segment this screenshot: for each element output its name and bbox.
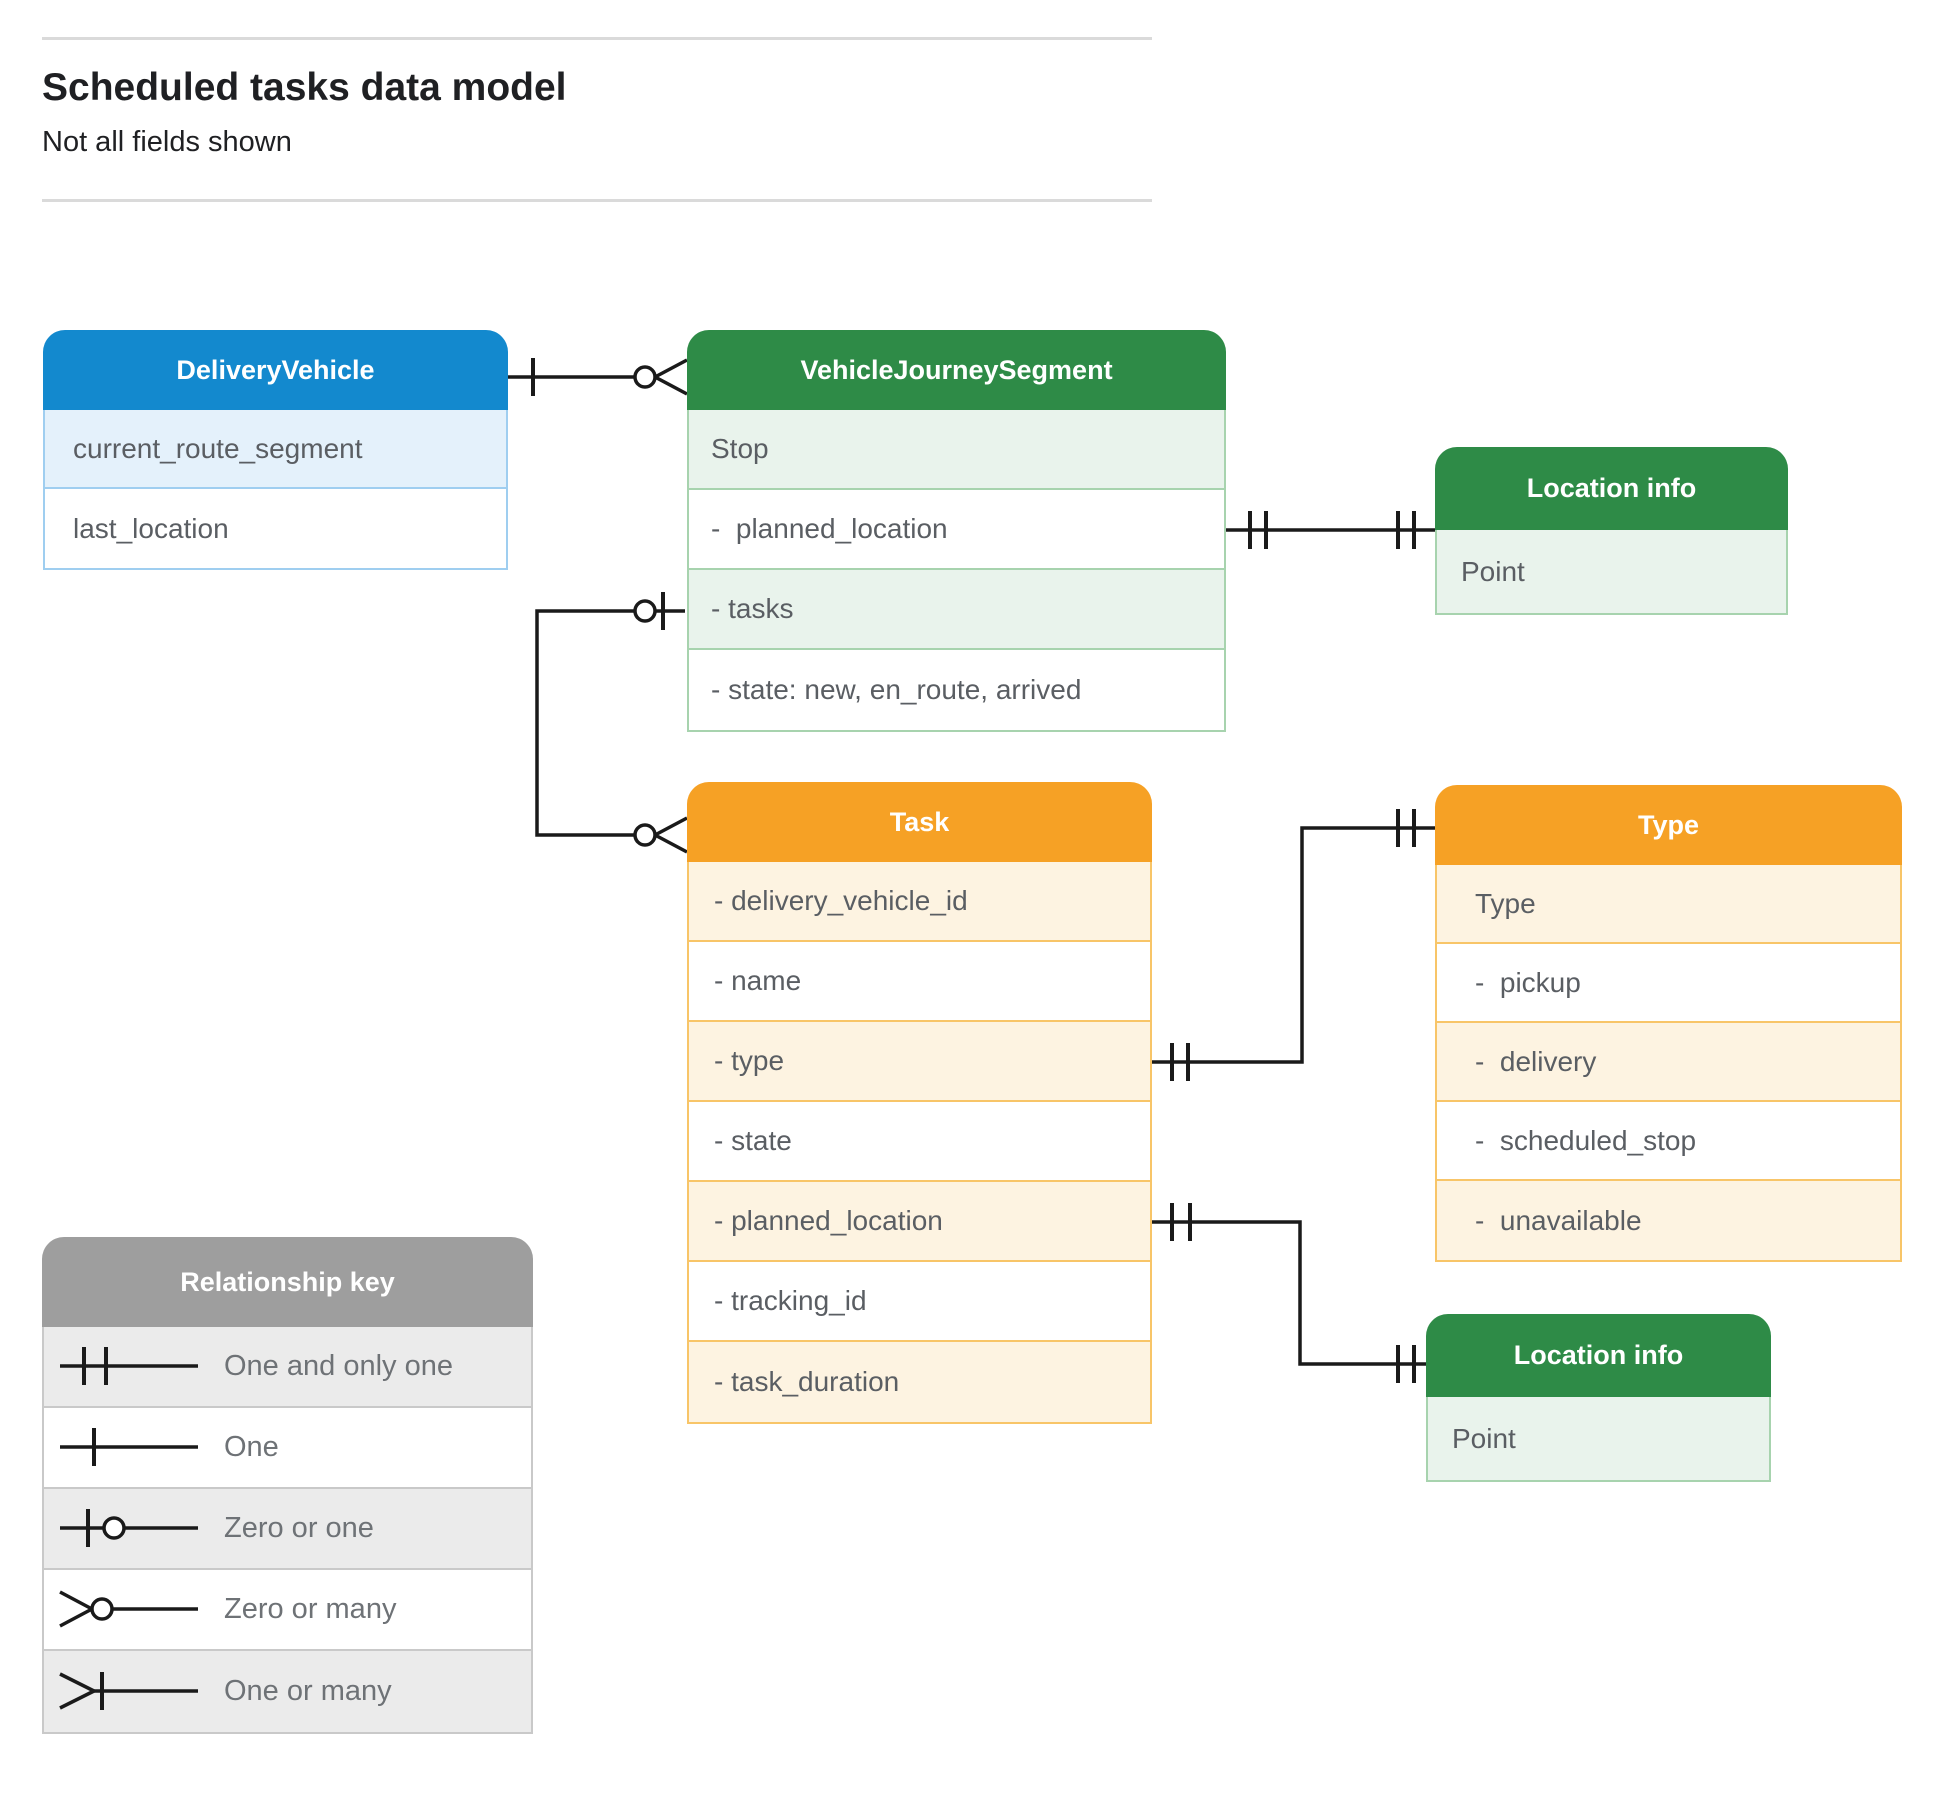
entity-vehiclejourneysegment-body: Stop - planned_location - tasks - state:… bbox=[687, 410, 1226, 732]
field-pickup: - pickup bbox=[1437, 944, 1900, 1023]
page-title: Scheduled tasks data model bbox=[42, 66, 567, 109]
field-delivery-vehicle-id: - delivery_vehicle_id bbox=[689, 862, 1150, 942]
entity-locationinfo-bottom-body: Point bbox=[1426, 1397, 1771, 1482]
relationship-key-header: Relationship key bbox=[42, 1237, 533, 1327]
subtitle-divider bbox=[42, 199, 1152, 202]
entity-title: Type bbox=[1637, 809, 1699, 840]
legend-item-one-or-many: One or many bbox=[44, 1651, 531, 1732]
entity-deliveryvehicle: DeliveryVehicle current_route_segment la… bbox=[43, 330, 508, 570]
page-subtitle: Not all fields shown bbox=[42, 126, 292, 158]
connector-deliveryvehicle-vehiclejourneysegment bbox=[508, 358, 688, 396]
entity-task-body: - delivery_vehicle_id - name - type - st… bbox=[687, 862, 1152, 1424]
zero-or-one-icon bbox=[60, 1509, 198, 1547]
field-type-label: Type bbox=[1437, 865, 1900, 944]
entity-deliveryvehicle-body: current_route_segment last_location bbox=[43, 410, 508, 570]
entity-locationinfo-bottom-header: Location info bbox=[1426, 1314, 1771, 1397]
legend-label: One or many bbox=[224, 1675, 392, 1707]
entity-locationinfo-top-body: Point bbox=[1435, 530, 1788, 615]
field-planned-location: - planned_location bbox=[689, 490, 1224, 570]
entity-type-header: Type bbox=[1435, 785, 1902, 865]
entity-task-header: Task bbox=[687, 782, 1152, 862]
entity-type-body: Type - pickup - delivery - scheduled_sto… bbox=[1435, 865, 1902, 1262]
field-stop: Stop bbox=[689, 410, 1224, 490]
entity-title: Location info bbox=[1513, 1340, 1684, 1370]
relationship-key-title: Relationship key bbox=[180, 1266, 395, 1297]
field-name: - name bbox=[689, 942, 1150, 1022]
field-tracking-id: - tracking_id bbox=[689, 1262, 1150, 1342]
legend-item-zero-or-one: Zero or one bbox=[44, 1489, 531, 1570]
entity-locationinfo-top: Location info Point bbox=[1435, 447, 1788, 615]
field-planned-location: - planned_location bbox=[689, 1182, 1150, 1262]
connector-vjs-locationinfo-top bbox=[1226, 511, 1435, 549]
one-or-many-icon bbox=[59, 1672, 198, 1710]
field-state: - state bbox=[689, 1102, 1150, 1182]
entity-vehiclejourneysegment: VehicleJourneySegment Stop - planned_loc… bbox=[687, 330, 1226, 732]
field-last-location: last_location bbox=[45, 489, 506, 568]
field-state: - state: new, en_route, arrived bbox=[689, 650, 1224, 730]
connector-vjs-tasks-task bbox=[535, 592, 688, 854]
field-current-route-segment: current_route_segment bbox=[45, 410, 506, 489]
entity-title: DeliveryVehicle bbox=[176, 354, 375, 385]
relationship-key: Relationship key One and only one One bbox=[42, 1237, 533, 1734]
entity-task: Task - delivery_vehicle_id - name - type… bbox=[687, 782, 1152, 1424]
entity-deliveryvehicle-header: DeliveryVehicle bbox=[43, 330, 508, 410]
entity-locationinfo-top-header: Location info bbox=[1435, 447, 1788, 530]
field-point: Point bbox=[1437, 530, 1786, 613]
legend-item-one-and-only-one: One and only one bbox=[44, 1327, 531, 1408]
field-task-duration: - task_duration bbox=[689, 1342, 1150, 1422]
field-unavailable: - unavailable bbox=[1437, 1181, 1900, 1260]
top-divider bbox=[42, 37, 1152, 40]
connector-task-locationinfo-bottom bbox=[1152, 1203, 1426, 1383]
connector-task-type bbox=[1152, 809, 1435, 1081]
entity-title: Task bbox=[889, 806, 950, 837]
field-tasks: - tasks bbox=[689, 570, 1224, 650]
field-scheduled-stop: - scheduled_stop bbox=[1437, 1102, 1900, 1181]
entity-locationinfo-bottom: Location info Point bbox=[1426, 1314, 1771, 1482]
field-delivery: - delivery bbox=[1437, 1023, 1900, 1102]
relationship-key-body: One and only one One Zero or one bbox=[42, 1327, 533, 1734]
one-icon bbox=[60, 1428, 198, 1466]
legend-label: One and only one bbox=[224, 1350, 453, 1382]
entity-title: Location info bbox=[1526, 473, 1697, 503]
legend-label: One bbox=[224, 1431, 279, 1463]
legend-item-zero-or-many: Zero or many bbox=[44, 1570, 531, 1651]
entity-type: Type Type - pickup - delivery - schedule… bbox=[1435, 785, 1902, 1262]
field-type: - type bbox=[689, 1022, 1150, 1102]
legend-item-one: One bbox=[44, 1408, 531, 1489]
field-point: Point bbox=[1428, 1397, 1769, 1480]
one-and-only-one-icon bbox=[60, 1347, 198, 1385]
entity-vehiclejourneysegment-header: VehicleJourneySegment bbox=[687, 330, 1226, 410]
legend-label: Zero or one bbox=[224, 1512, 374, 1544]
zero-or-many-icon bbox=[59, 1590, 198, 1628]
legend-label: Zero or many bbox=[224, 1593, 397, 1625]
entity-title: VehicleJourneySegment bbox=[800, 354, 1113, 385]
